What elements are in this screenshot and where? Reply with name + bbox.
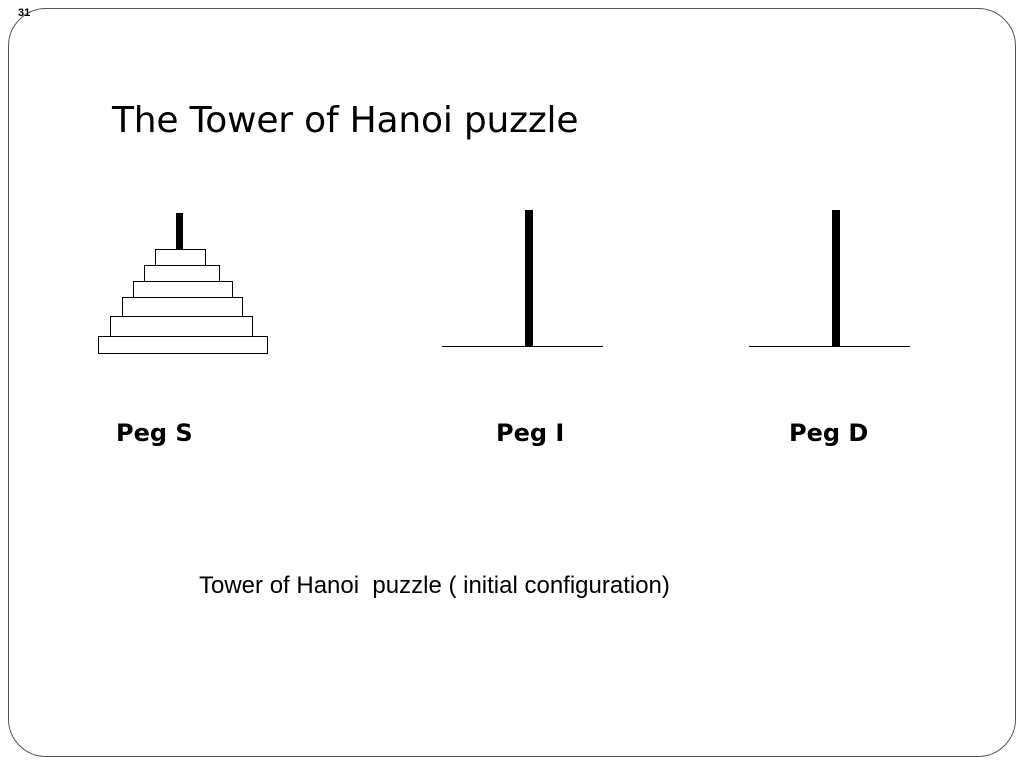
disk <box>110 316 253 337</box>
disk <box>122 297 243 317</box>
peg-d-rod <box>832 210 840 346</box>
diagram-caption: Tower of Hanoi puzzle ( initial configur… <box>199 572 670 599</box>
peg-i-rod <box>525 210 533 346</box>
peg-d <box>749 210 910 347</box>
peg-d-label: Peg D <box>789 419 869 447</box>
slide-number: 31 <box>18 7 31 19</box>
peg-i-label: Peg I <box>496 419 565 447</box>
disk <box>155 249 206 266</box>
disk <box>144 265 220 282</box>
slide-title: The Tower of Hanoi puzzle <box>112 100 579 141</box>
peg-s-disks <box>98 249 268 354</box>
disk <box>133 281 233 298</box>
disk <box>98 336 268 354</box>
peg-s-rod <box>176 213 183 250</box>
peg-s <box>98 213 268 354</box>
peg-i <box>442 210 603 347</box>
slide-frame <box>8 8 1016 757</box>
peg-s-label: Peg S <box>116 419 193 447</box>
